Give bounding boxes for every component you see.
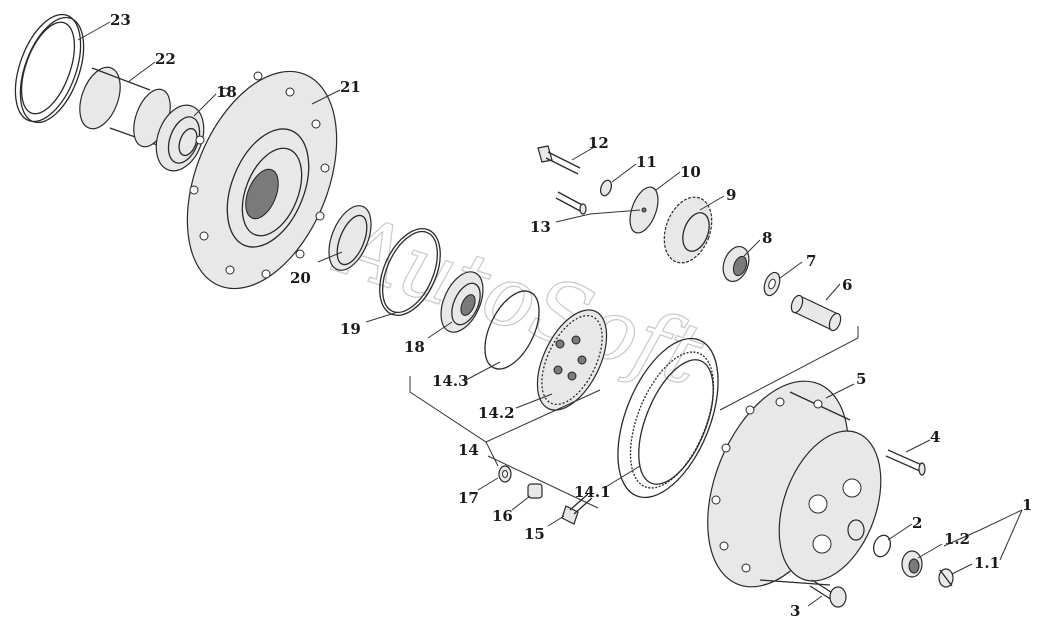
callout-10: 10: [680, 163, 701, 181]
part-16-bushing: [527, 483, 543, 499]
callout-13: 13: [530, 218, 551, 236]
part-20-seal: [328, 205, 372, 271]
callout-6: 6: [842, 276, 852, 294]
callout-5: 5: [856, 370, 866, 388]
callout-20: 20: [290, 269, 311, 287]
callout-1-1: 1.1: [974, 554, 1000, 572]
callout-9: 9: [726, 186, 736, 204]
part-5-hub-housing: [707, 380, 882, 588]
part-15-screw: [561, 493, 593, 525]
callout-labels: 23 22 18 21 12 11 10 9 8 7 6 13 20 19 18…: [110, 11, 1032, 620]
callout-15: 15: [524, 525, 545, 543]
part-8-needle-bearing: [722, 245, 750, 283]
part-14-3-ring: [484, 290, 540, 370]
part-10-thrust-disc: [629, 186, 659, 234]
callout-11: 11: [636, 153, 657, 171]
part-6-planet-shaft: [790, 294, 842, 332]
callout-21: 21: [340, 78, 361, 96]
callout-19: 19: [340, 320, 361, 338]
callout-17: 17: [458, 489, 479, 507]
part-21-hub-flange: [186, 70, 338, 290]
callout-12: 12: [588, 134, 609, 152]
callout-23: 23: [110, 11, 131, 29]
part-18-bearing-lower: [440, 271, 484, 333]
watermark: AutoSoft: [323, 194, 714, 404]
part-17-washer: [498, 465, 512, 483]
callout-3: 3: [790, 602, 800, 620]
part-11-washer: [599, 179, 613, 197]
callout-18-top: 18: [216, 83, 237, 101]
callout-7: 7: [806, 252, 816, 270]
callout-14: 14: [458, 441, 479, 459]
callout-14-3: 14.3: [432, 372, 469, 390]
part-3-bolt: [809, 579, 847, 608]
part-12-bolt: [537, 145, 581, 175]
callout-8: 8: [762, 229, 772, 247]
part-13-pin: [555, 191, 587, 215]
part-14-2-carrier-plate: [536, 309, 608, 411]
part-14-1-ring-gear: [617, 337, 719, 499]
leader-lines: [77, 21, 1023, 607]
callout-2: 2: [912, 514, 922, 532]
callout-16: 16: [492, 507, 513, 525]
callout-1: 1: [1022, 496, 1032, 514]
callout-1-2: 1.2: [944, 530, 970, 548]
part-9-planet-gear: [663, 196, 713, 264]
callout-4: 4: [930, 428, 940, 446]
part-2-o-ring: [872, 534, 892, 558]
part-18-bearing-top: [155, 104, 205, 172]
callout-22: 22: [155, 50, 176, 68]
part-7-washer: [763, 271, 781, 297]
part-1-2-nut: [901, 550, 923, 578]
callout-14-2: 14.2: [478, 404, 515, 422]
callout-14-1: 14.1: [574, 483, 611, 501]
part-hub-cap-boss: [847, 519, 865, 541]
part-1-1-plug: [938, 568, 954, 588]
part-4-stud: [885, 449, 926, 476]
callout-18-lower: 18: [404, 338, 425, 356]
part-23-seal-ring: [14, 13, 85, 124]
